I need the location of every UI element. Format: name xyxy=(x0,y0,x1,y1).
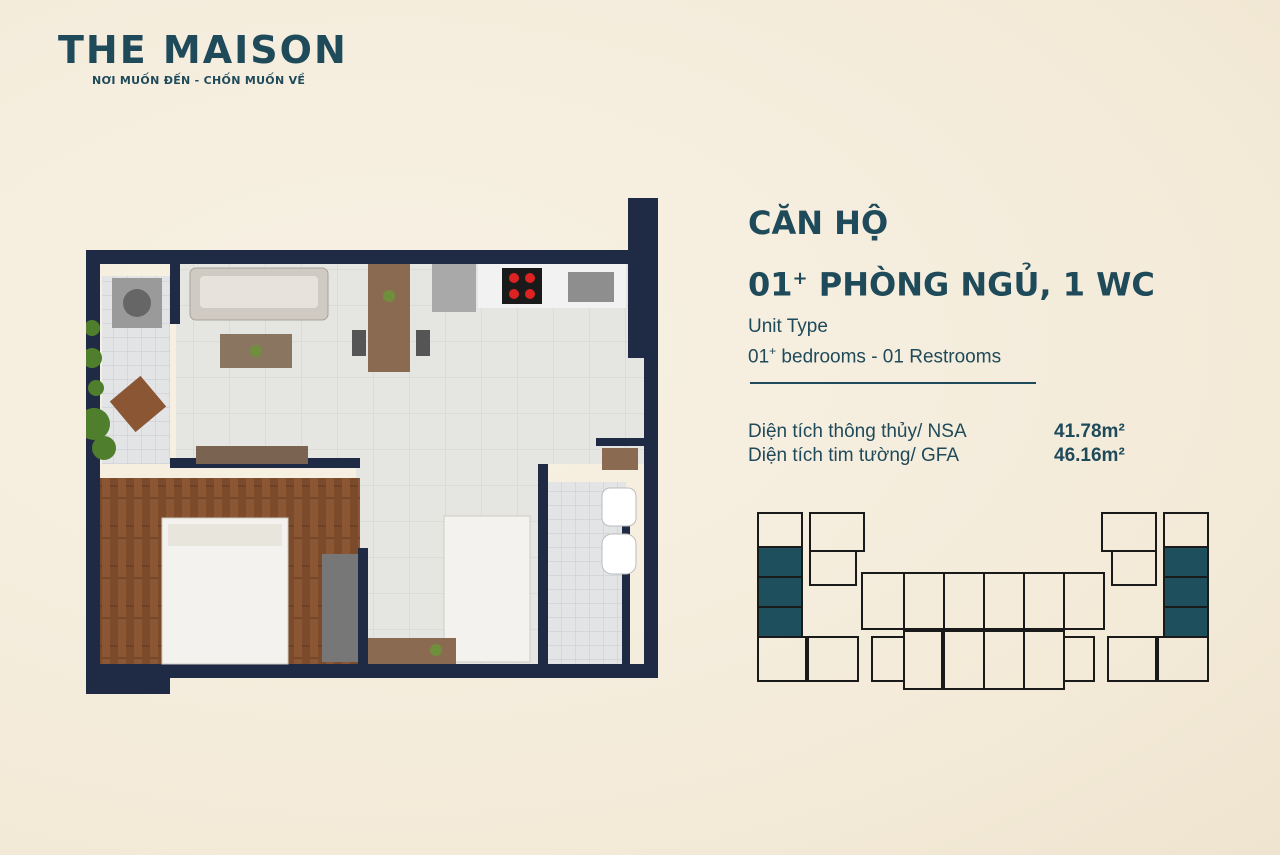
unit-type-label: Unit Type xyxy=(748,316,828,337)
divider xyxy=(750,382,1036,384)
area-row-gfa: Diện tích tim tường/ GFA 46.16m² xyxy=(748,444,1125,468)
area-value: 41.78m² xyxy=(1054,421,1125,442)
area-row-nsa: Diện tích thông thủy/ NSA 41.78m² xyxy=(748,420,1125,444)
brand-logo: THE MAISON NƠI MUỐN ĐẾN - CHỐN MUỐN VỀ xyxy=(58,30,348,87)
unit-type-value: 01+ bedrooms - 01 Restrooms xyxy=(748,344,1002,368)
area-value: 46.16m² xyxy=(1054,445,1125,466)
floor-plan xyxy=(86,198,658,694)
area-label: Diện tích thông thủy/ NSA xyxy=(748,421,967,442)
area-label: Diện tích tim tường/ GFA xyxy=(748,445,960,466)
unit-title-line2: 01+ PHÒNG NGỦ, 1 WC xyxy=(748,265,1155,304)
brand-tagline: NƠI MUỐN ĐẾN - CHỐN MUỐN VỀ xyxy=(92,74,306,87)
unit-title: CĂN HỘ 01+ PHÒNG NGỦ, 1 WC xyxy=(748,196,1155,313)
highlighted-units xyxy=(757,546,1209,638)
unit-title-line1: CĂN HỘ xyxy=(748,204,889,242)
key-plan xyxy=(757,512,1209,690)
unit-type: Unit Type 01+ bedrooms - 01 Restrooms xyxy=(748,314,1001,369)
area-table: Diện tích thông thủy/ NSA 41.78m² Diện t… xyxy=(748,420,1125,468)
brand-name: THE MAISON xyxy=(58,28,348,72)
